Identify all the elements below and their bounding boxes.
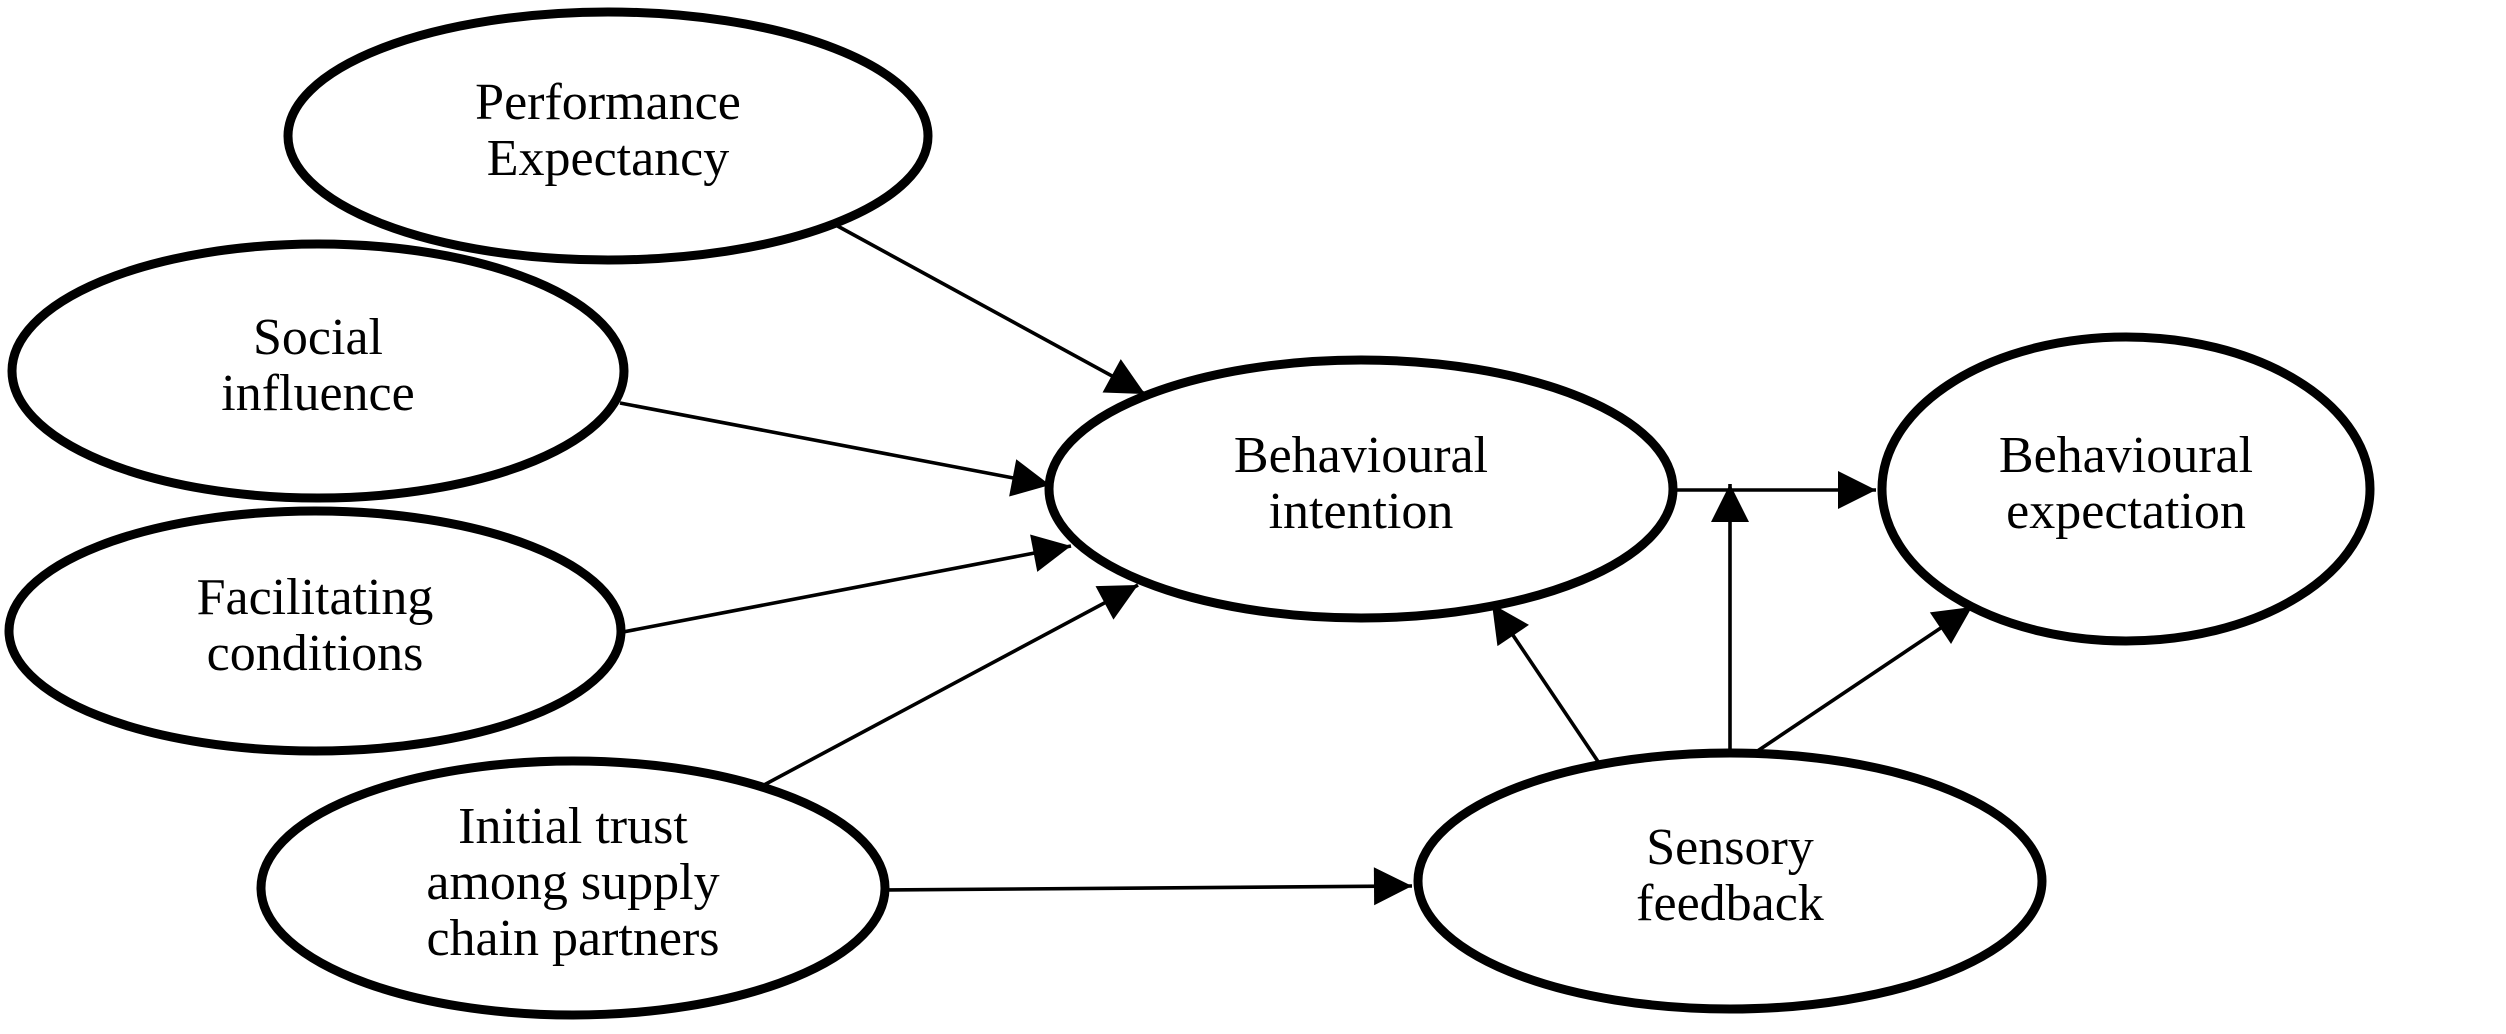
node-ellipse-performance-expectancy (283, 7, 933, 265)
edge-arrow-it-to-sf (884, 867, 1413, 906)
node-ellipse-behavioural-intention (1044, 355, 1678, 623)
edge-arrow-sf-to-bi (1490, 602, 1603, 768)
node-ellipse-facilitating-conditions (4, 506, 626, 756)
node-ellipse-initial-trust (256, 756, 890, 1020)
edge-arrow-si-to-bi (619, 401, 1051, 497)
edge-arrow-it-to-bi (761, 583, 1139, 788)
node-ellipse-sensory-feedback (1413, 748, 2047, 1014)
edge-arrow-sf-to-be (1748, 605, 1974, 758)
node-ellipse-social-influence (7, 239, 629, 503)
edge-arrow-fc-to-bi (622, 534, 1072, 634)
edge-arrow-pe-to-bi (831, 221, 1146, 396)
node-ellipse-behavioural-expectation (1877, 332, 2375, 646)
